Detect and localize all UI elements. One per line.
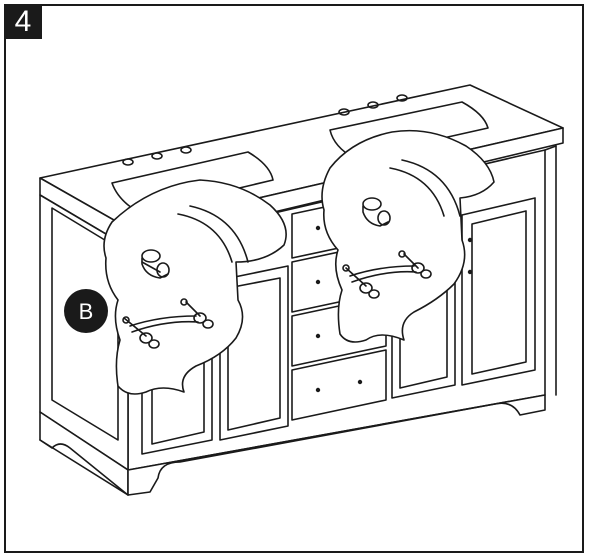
left-drain-pipe bbox=[141, 249, 170, 279]
faucet-holes bbox=[122, 94, 408, 166]
instruction-frame bbox=[4, 4, 584, 553]
right-cutaway-view bbox=[321, 129, 495, 343]
callout-b-label: B bbox=[79, 299, 94, 324]
left-cutaway-view bbox=[103, 179, 287, 395]
left-supply-valves bbox=[122, 298, 214, 349]
right-drain-pipe bbox=[362, 197, 391, 227]
step-number-badge: 4 bbox=[4, 4, 42, 39]
callout-b: B bbox=[64, 289, 108, 333]
right-supply-valves bbox=[342, 250, 432, 299]
right-outer-door bbox=[461, 197, 536, 386]
